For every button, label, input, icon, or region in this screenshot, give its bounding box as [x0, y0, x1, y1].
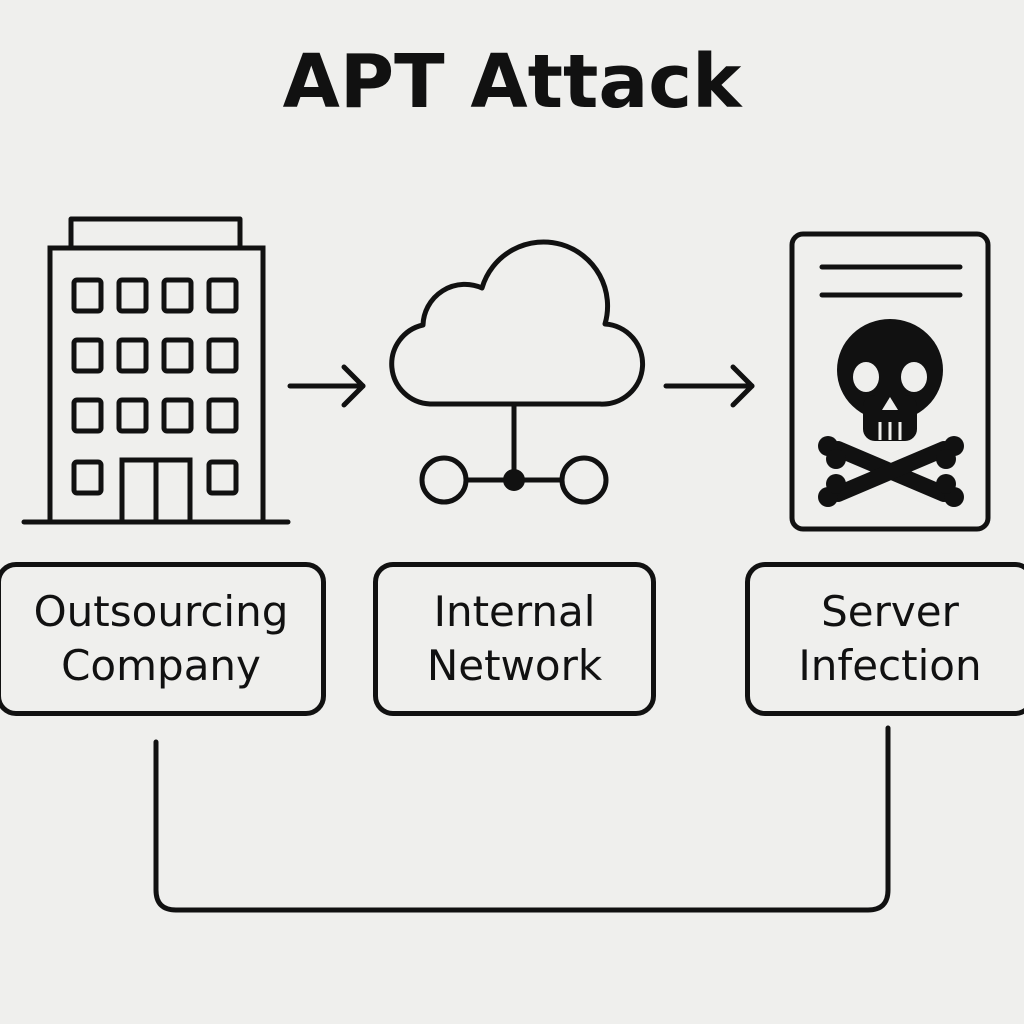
node-label-line-1: Internal: [433, 587, 596, 636]
return-connector-line: [153, 725, 891, 913]
skull-crossbones-document-icon: [789, 231, 991, 532]
node-label-line-2: Infection: [798, 641, 982, 690]
node-label-line-1: Outsourcing: [33, 587, 289, 636]
diagram-title: APT Attack: [282, 39, 742, 125]
arrow-right-icon: [287, 364, 366, 408]
node-label-line-2: Company: [61, 641, 261, 690]
network-hub-node: [503, 469, 525, 491]
arrow-right-icon: [663, 364, 755, 408]
node-label-line-2: Network: [426, 641, 603, 690]
node-label-line-1: Server: [821, 587, 959, 636]
server-infection-node: Server Infection: [745, 562, 1024, 716]
outsourcing-company-node: Outsourcing Company: [0, 562, 326, 716]
internal-network-node: Internal Network: [373, 562, 656, 716]
office-building-icon: [21, 216, 291, 525]
cloud-network-icon: [389, 239, 645, 505]
